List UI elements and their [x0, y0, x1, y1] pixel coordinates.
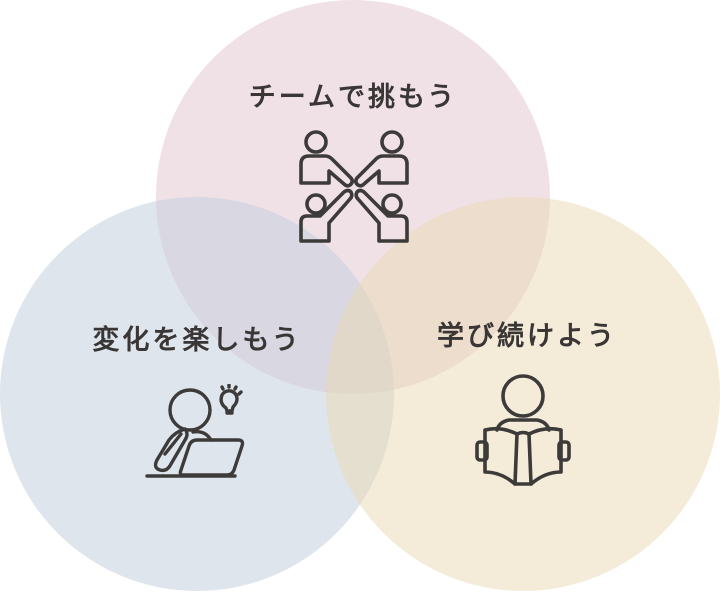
label-team: チームで挑もう [248, 82, 458, 113]
circle-learning [326, 197, 720, 591]
person-reading-book-icon [473, 374, 573, 490]
team-collaboration-icon [296, 128, 412, 246]
person-laptop-idea-icon [145, 384, 249, 480]
label-change: 変化を楽しもう [92, 325, 302, 356]
label-learning: 学び続けよう [437, 321, 617, 352]
